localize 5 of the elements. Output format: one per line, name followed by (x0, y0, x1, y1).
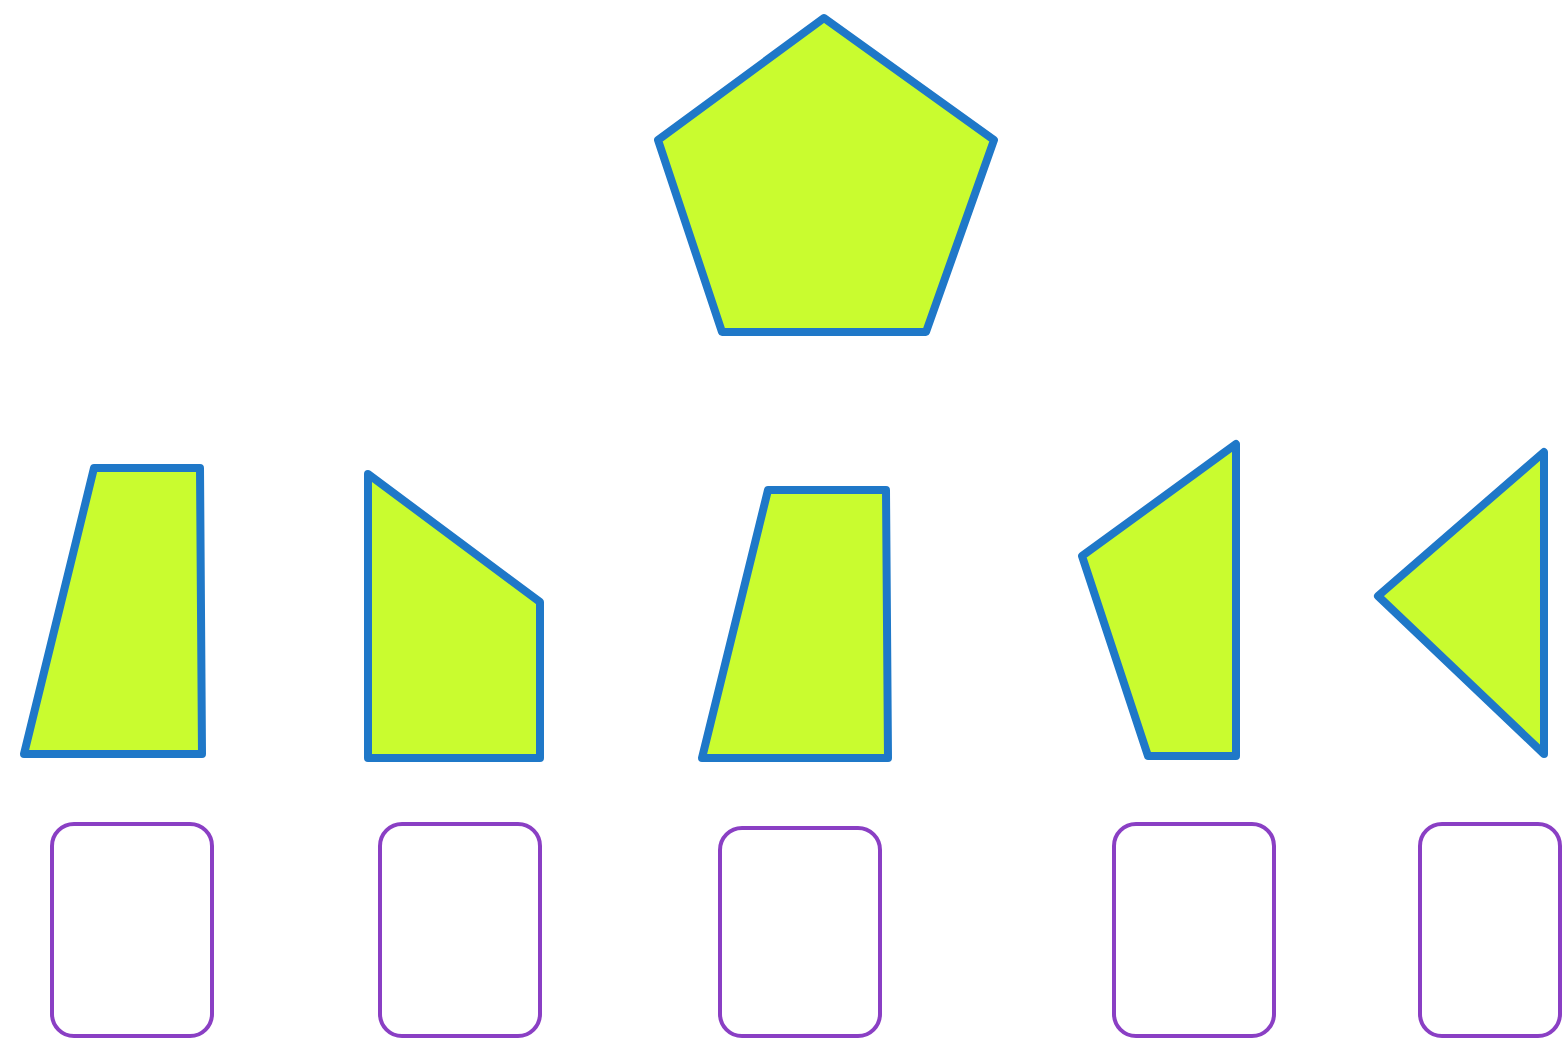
answer-box (1112, 822, 1276, 1038)
answer-box (1418, 822, 1562, 1038)
answer-box (718, 826, 882, 1038)
answer-box (50, 822, 214, 1038)
answer-box (378, 822, 542, 1038)
